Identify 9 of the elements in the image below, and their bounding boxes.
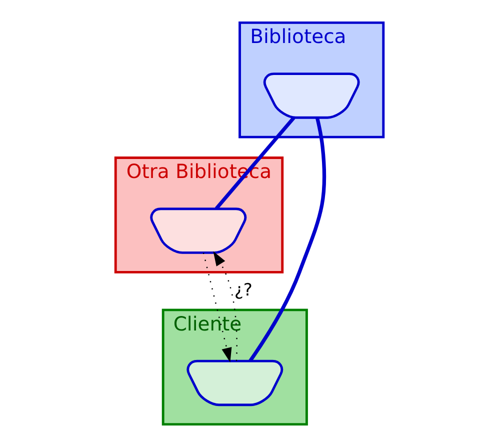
arrow bbox=[202, 252, 232, 362]
cluster: Biblioteca bbox=[238, 21, 385, 138]
node-funnel bbox=[263, 72, 360, 119]
cluster: Cliente bbox=[162, 308, 308, 426]
edge-label: ¿? bbox=[234, 280, 252, 301]
node-funnel bbox=[150, 208, 247, 254]
node-funnel bbox=[186, 360, 284, 406]
connector bbox=[248, 117, 326, 362]
arrow bbox=[213, 251, 238, 361]
